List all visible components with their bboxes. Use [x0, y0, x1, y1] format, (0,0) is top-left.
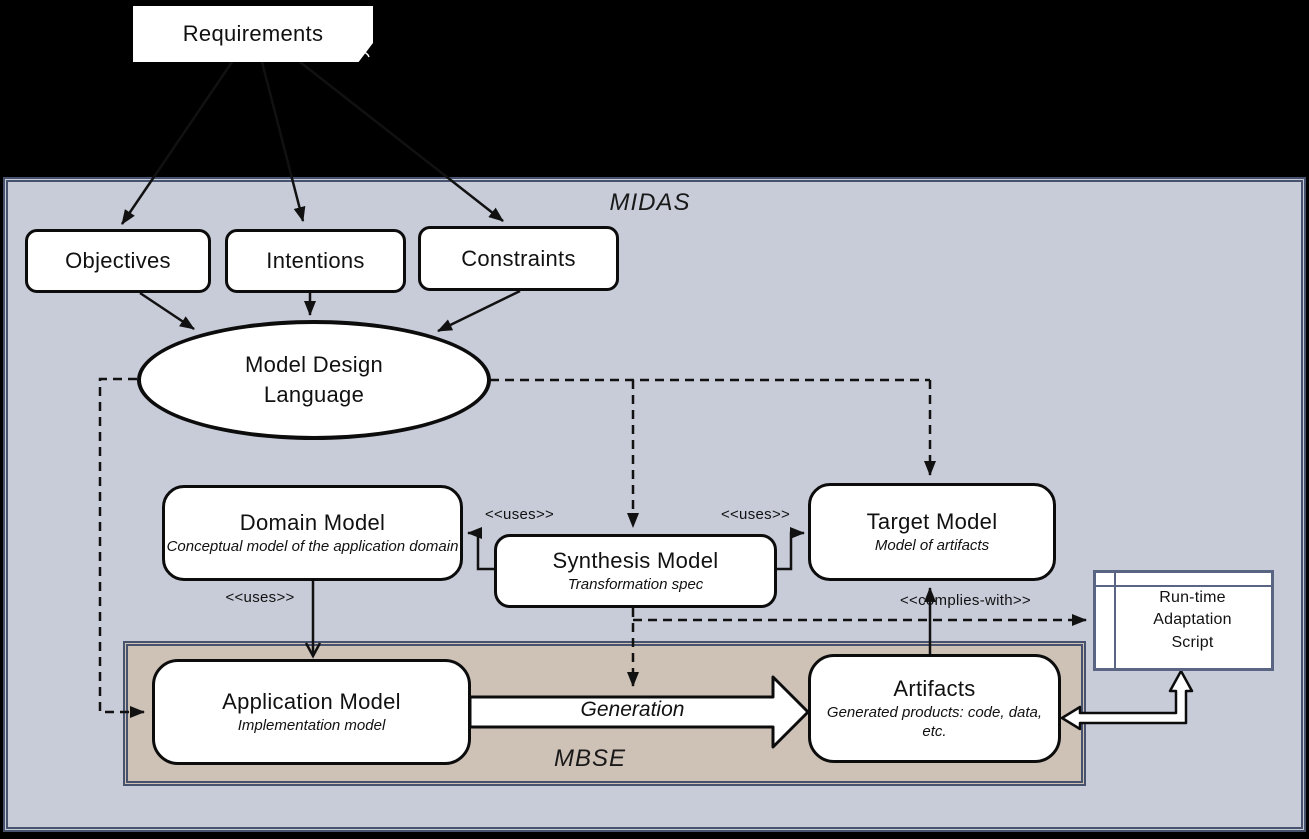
application-model-title: Application Model: [222, 688, 401, 714]
uses-stereotype-right: <<uses>>: [720, 506, 791, 523]
complies-with-stereotype: <<complies-with>>: [900, 592, 1031, 609]
artifacts-title: Artifacts: [893, 675, 976, 701]
target-model-title: Target Model: [866, 508, 998, 534]
constraints-node: Constraints: [418, 226, 619, 291]
synthesis-model-title: Synthesis Model: [552, 547, 719, 573]
application-model-subtitle: Implementation model: [237, 716, 386, 734]
edge-objectives-mdl: [139, 291, 195, 331]
objectives-node: Objectives: [25, 229, 211, 293]
artifacts-subtitle: Generated products: code, data, etc.: [826, 703, 1043, 740]
model-design-language-node: Model Design Language: [137, 320, 491, 440]
edge-requirements-constraints: [299, 61, 504, 222]
generation-arrow: [468, 675, 810, 749]
constraints-label: Constraints: [461, 245, 576, 271]
generation-arrow-label: Generation: [580, 698, 685, 721]
uses-stereotype-left: <<uses>>: [484, 506, 555, 523]
intentions-node: Intentions: [225, 229, 406, 293]
artifacts-runtime-arrow: [1060, 669, 1194, 731]
intentions-label: Intentions: [266, 248, 365, 273]
midas-zone-label: MIDAS: [609, 189, 691, 216]
synthesis-model-subtitle: Transformation spec: [567, 575, 704, 593]
target-model-subtitle: Model of artifacts: [874, 536, 990, 554]
requirements-label: Requirements: [182, 21, 324, 46]
mbse-zone-label: MBSE: [553, 745, 626, 772]
synthesis-model-node: Synthesis Model Transformation spec: [494, 534, 777, 608]
objectives-label: Objectives: [65, 248, 171, 273]
domain-model-subtitle: Conceptual model of the application doma…: [166, 537, 459, 555]
artifacts-node: Artifacts Generated products: code, data…: [808, 654, 1061, 763]
requirements-node: Requirements: [133, 6, 373, 62]
domain-model-node: Domain Model Conceptual model of the app…: [162, 485, 463, 581]
runtime-adaptation-script-label: Run-time Adaptation Script: [1153, 588, 1232, 651]
edge-mdl-application-dashed: [98, 377, 145, 718]
edge-synthesis-target: [777, 527, 805, 571]
edge-requirements-intentions: [260, 61, 306, 222]
edge-requirements-objectives: [120, 61, 234, 225]
edge-constraints-mdl: [437, 289, 521, 333]
target-model-node: Target Model Model of artifacts: [808, 483, 1056, 581]
edge-synthesis-domain: [467, 527, 494, 571]
application-model-node: Application Model Implementation model: [152, 659, 471, 765]
uses-stereotype-domain: <<uses>>: [225, 589, 295, 606]
runtime-adaptation-script-node: Run-time Adaptation Script: [1093, 570, 1274, 671]
domain-model-title: Domain Model: [239, 509, 386, 535]
model-design-language-label: Model Design Language: [244, 352, 384, 407]
